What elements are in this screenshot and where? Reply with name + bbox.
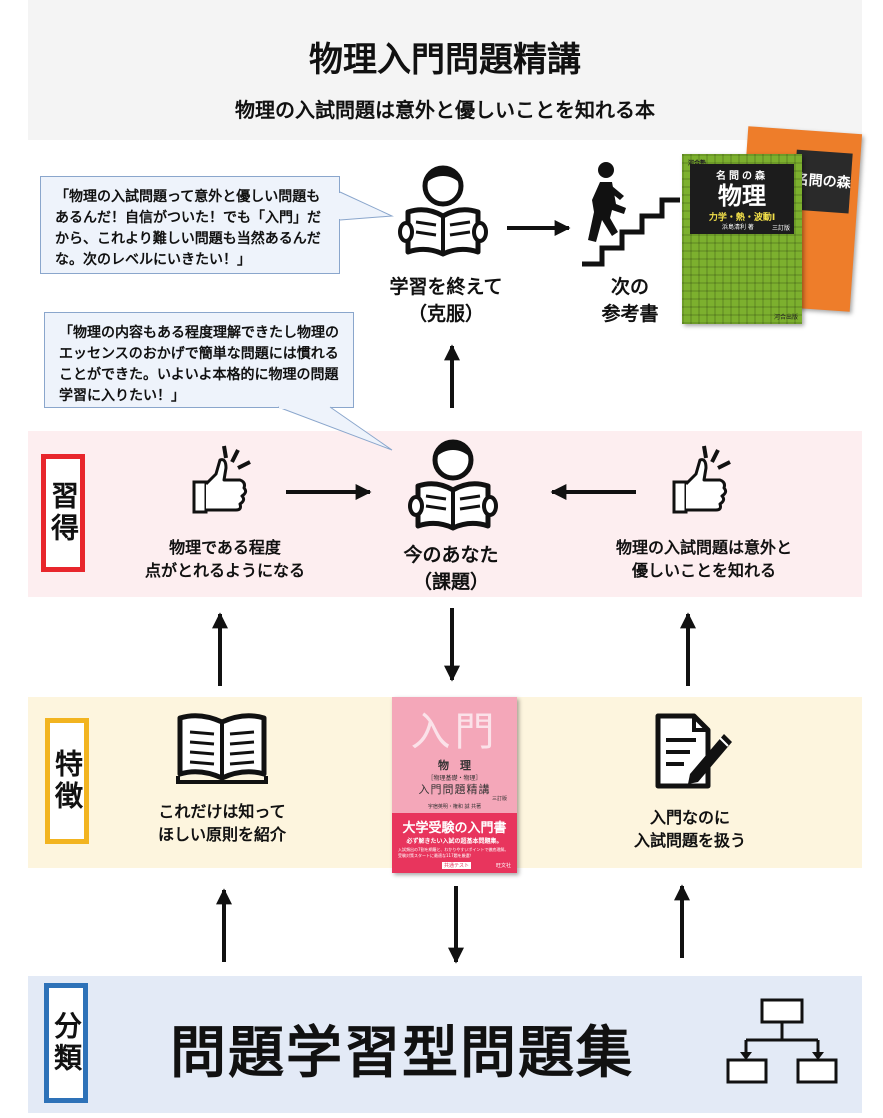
shutoku-right-label: 物理の入試問題は意外と 優しいことを知れる	[615, 538, 792, 580]
next-book-publisher-tag: 河合塾	[688, 158, 706, 167]
speech-bubble-middle: 「物理の内容もある程度理解できたし物理のエッセンスのおかげで簡単な問題には慣れる…	[44, 312, 354, 408]
shutoku-tag: 習得	[41, 454, 85, 572]
bunrui-band	[28, 976, 862, 1113]
next-book-subject: 物理	[718, 182, 766, 210]
speech-bubble-top-tail	[336, 191, 394, 221]
open-book-icon	[176, 713, 268, 784]
bunrui-main-text: 問題学習型問題集	[170, 1021, 634, 1086]
tokucho-tag: 特徴	[45, 718, 89, 844]
header-banner: 物理入門問題精講 物理の入試問題は意外と優しいことを知れる本	[28, 0, 862, 140]
featured-book-title: 入門問題精講	[418, 783, 491, 796]
featured-book-desc2: 受験対策スタートに最適な117題を厳選！	[398, 853, 474, 858]
thumbs-up-icon-left	[192, 445, 251, 514]
arrow-down-center-to-book	[444, 608, 460, 682]
arrow-up-left-to-shutoku	[212, 612, 228, 686]
featured-book-cover: 入門 物 理 ［物理基礎・物理］ 入門問題精講 三訂版 宇宿英明・権和 誠 共著…	[392, 697, 517, 873]
stairs-climber-icon	[582, 162, 680, 267]
reader-icon-after-study	[398, 165, 488, 257]
featured-book-big: 入門	[410, 709, 499, 755]
featured-book-badge: 共通テスト	[442, 862, 472, 869]
page-subtitle: 物理の入試問題は意外と優しいことを知れる本	[235, 98, 655, 122]
next-book-label: 次の 参考書	[601, 276, 659, 325]
tokucho-left-label: これだけは知って ほしい原則を紹介	[157, 802, 286, 844]
arrow-up-left-to-tokucho	[216, 888, 232, 962]
featured-book-desc1: 入試頻出の7割を網羅と、わかりやすいポイントで徹底理解。	[398, 847, 509, 852]
featured-book-publisher: 旺文社	[495, 863, 511, 869]
next-book-footer: 河合出版	[773, 314, 798, 321]
speech-bubble-top: 「物理の入試問題って意外と優しい問題もあるんだ！自信がついた！でも「入門」だから…	[40, 176, 340, 274]
reader-icon-current-you	[408, 439, 498, 531]
featured-book-range: ［物理基礎・物理］	[427, 775, 482, 782]
shutoku-left-label: 物理である程度 点がとれるようになる	[144, 538, 305, 580]
featured-book-authors: 宇宿英明・権和 誠 共著	[427, 804, 482, 810]
featured-book-subject: 物 理	[438, 759, 471, 772]
shutoku-center-label: 今のあなた （課題）	[403, 544, 499, 593]
bunrui-tag: 分類	[44, 983, 88, 1103]
hierarchy-chart-icon	[726, 998, 838, 1084]
next-book-author: 浜島清利 著	[722, 224, 754, 231]
next-book-edition: 三訂版	[771, 225, 790, 232]
thumbs-up-icon-right	[672, 445, 731, 514]
page-title: 物理入門問題精講	[309, 40, 581, 80]
featured-book-banner: 大学受験の入門書	[402, 821, 507, 836]
tokucho-right-label: 入門なのに 入試問題を扱う	[633, 808, 746, 850]
arrow-up-to-after-study	[444, 344, 460, 408]
arrow-to-next-book	[507, 220, 571, 236]
next-book-subtitle: 力学・熱・波動Ⅰ	[708, 213, 776, 223]
arrow-up-right-to-tokucho	[674, 884, 690, 958]
arrow-down-book-to-bunrui	[448, 886, 464, 964]
speech-bubble-middle-tail	[277, 406, 393, 451]
after-study-label: 学習を終えて （克服）	[389, 276, 503, 325]
arrow-up-right-to-shutoku	[680, 612, 696, 686]
arrow-left-to-center	[286, 484, 372, 500]
featured-book-banner-sub: 必ず解きたい入試の超基本問題集。	[406, 838, 503, 845]
next-book-series: 名問の森	[716, 171, 768, 182]
arrow-right-to-center	[550, 484, 636, 500]
next-book-front-cover: 河合塾 名問の森 物理 力学・熱・波動Ⅰ 三訂版 浜島清利 著 河合出版	[682, 154, 802, 324]
document-pen-icon	[655, 713, 732, 789]
featured-book-edition: 三訂版	[491, 796, 507, 802]
